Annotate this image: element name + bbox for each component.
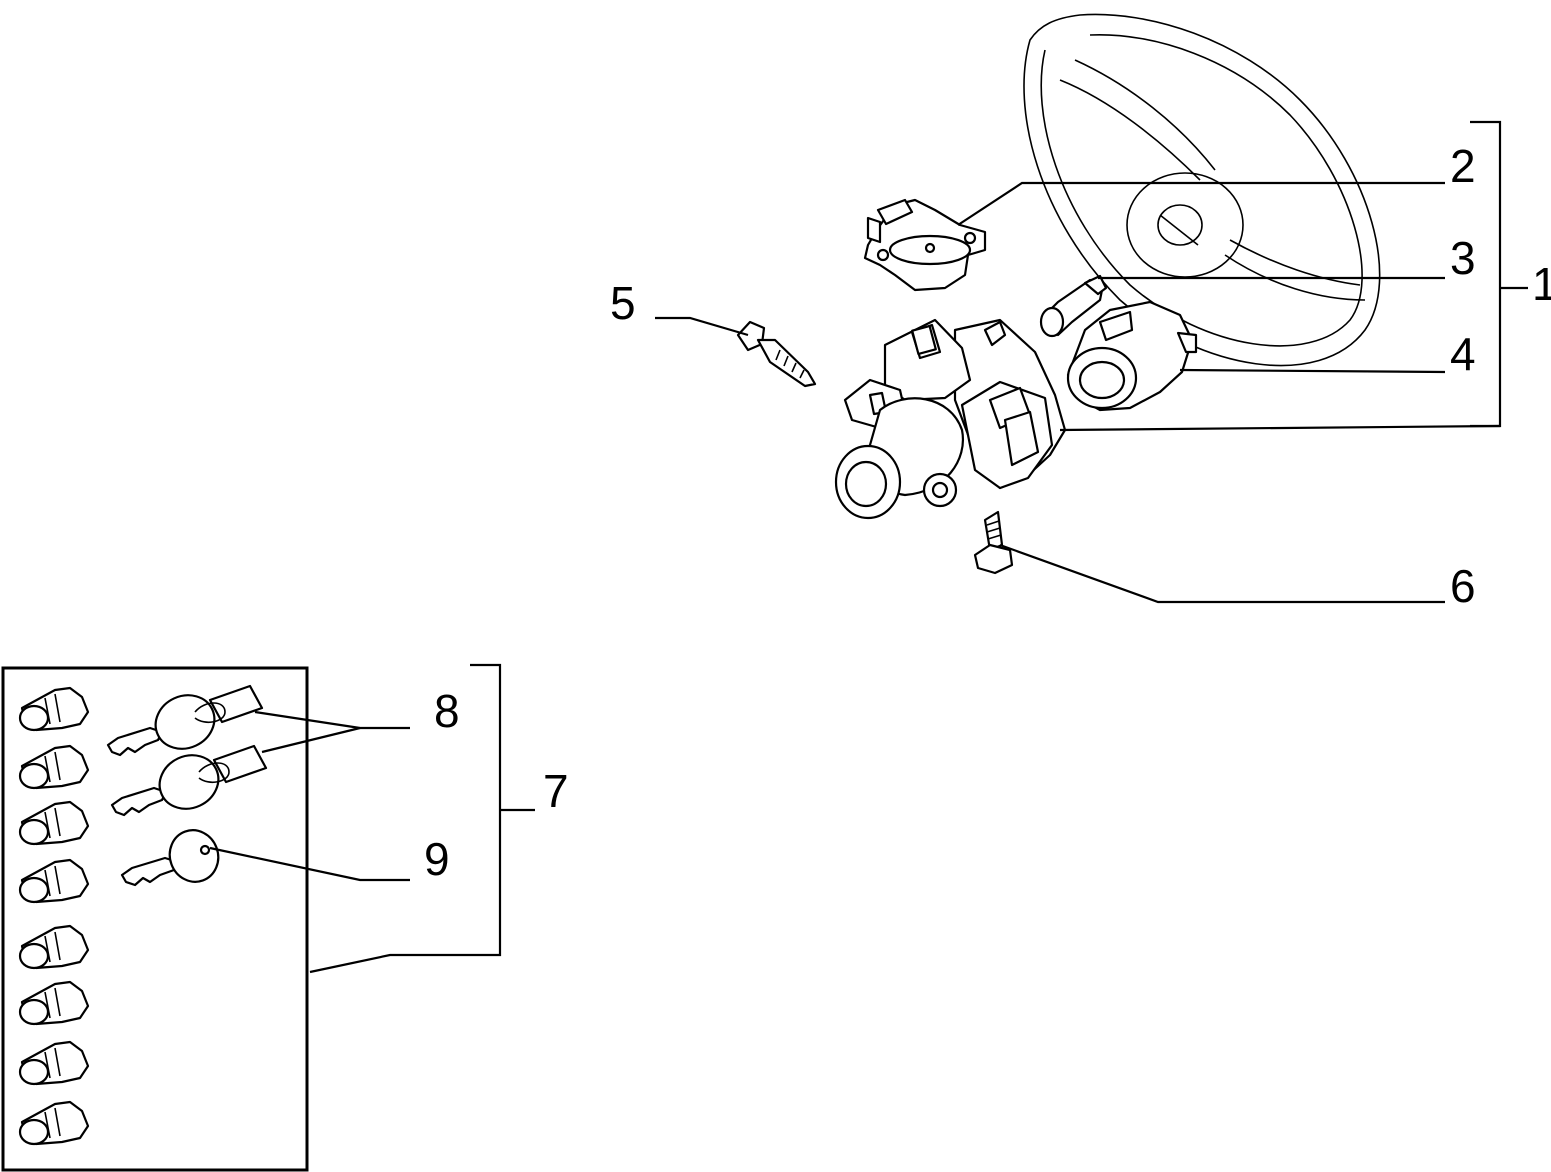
callout-3: 3 — [1450, 232, 1476, 284]
part-4-lock-barrel — [1066, 300, 1198, 412]
lock-cylinders — [18, 686, 90, 1146]
callout-9: 9 — [424, 833, 450, 885]
part-5-screw — [736, 320, 817, 388]
part-6-bolt — [973, 510, 1014, 575]
part-2-sensor — [863, 198, 987, 292]
part-1-ignition-assembly — [834, 318, 1067, 520]
steering-wheel — [1023, 13, 1381, 367]
part-8-keys-with-tags — [106, 684, 268, 817]
callout-4: 4 — [1450, 328, 1476, 380]
part-3-bulb — [1039, 274, 1108, 338]
callout-8: 8 — [434, 685, 460, 737]
leader-lines-upper — [655, 120, 1528, 604]
callout-labels: 1 2 3 4 5 6 7 8 9 — [424, 140, 1551, 885]
callout-6: 6 — [1450, 560, 1476, 612]
callout-2: 2 — [1450, 140, 1476, 192]
callout-5: 5 — [610, 277, 636, 329]
callout-1: 1 — [1532, 258, 1551, 310]
key-kit-box — [1, 666, 309, 1172]
leader-lines-lower — [209, 663, 535, 974]
part-9-key — [120, 829, 220, 887]
callout-7: 7 — [543, 765, 569, 817]
